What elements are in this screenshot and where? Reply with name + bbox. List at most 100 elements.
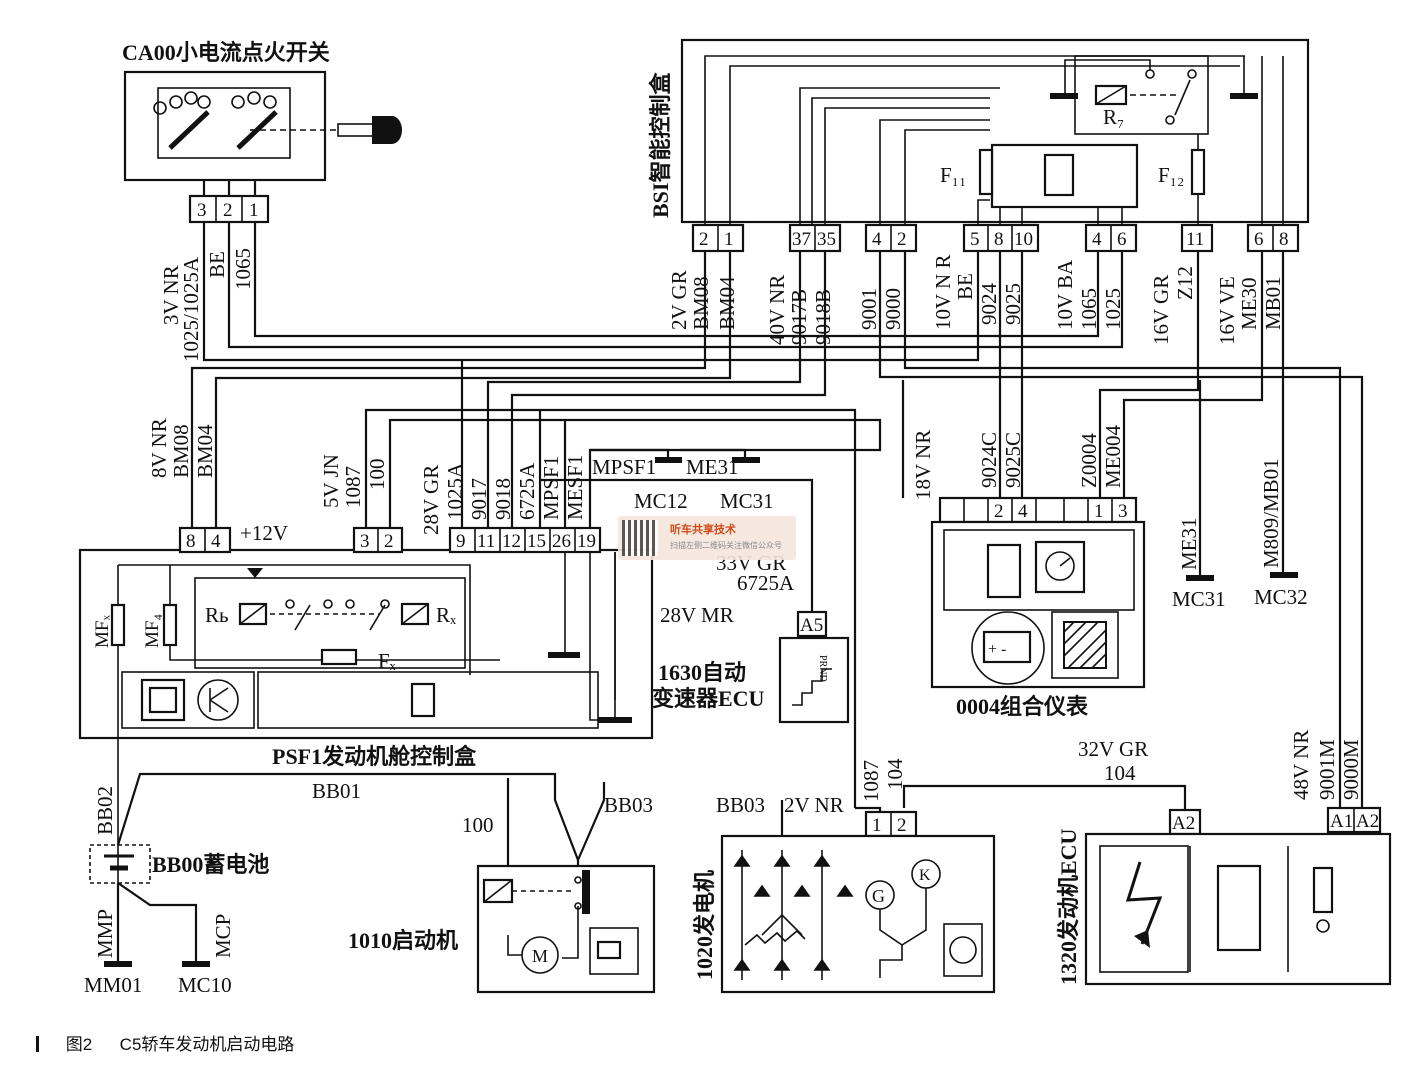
- label-mc31-b: MC31: [1172, 587, 1226, 611]
- fuse-mfx-label: MFₓ: [92, 615, 113, 648]
- psf-wire-label: 1087: [341, 466, 365, 508]
- battery-title: BB00蓄电池: [152, 852, 269, 877]
- psf-pin: 9: [456, 531, 466, 552]
- bsi-wire-label: 2V GR: [667, 270, 691, 330]
- psf1-engine-box: PSF1发动机舱控制盒 8 4 +12V 8V NR BM08 BM04 3 2…: [78, 418, 654, 930]
- figure-caption: 图2 C5轿车发动机启动电路: [36, 1030, 294, 1055]
- psf-wire-label: 100: [365, 459, 389, 491]
- label-mpsf1: MPSF1: [592, 455, 656, 479]
- psf-pin: 12: [502, 531, 521, 552]
- bsi-title: BSI智能控制盒: [648, 72, 673, 218]
- warning-lamp-symbol: K: [919, 867, 931, 884]
- fuse-fx-label: Fₓ: [378, 649, 397, 673]
- label-9001m: 9001M: [1315, 739, 1339, 800]
- fuse-f12-label: F₁₂: [1158, 163, 1184, 187]
- ecu-pin: A1: [1330, 811, 1353, 832]
- label-104: 104: [883, 758, 907, 790]
- switch-pin-2: 2: [223, 200, 233, 221]
- battery-warning-icon: + -: [971, 611, 1045, 685]
- bsi-pins: 2 1 37 35 4 2 5 8 10 4 6 11 6 8: [691, 223, 1300, 253]
- bsi-pin: 11: [1186, 229, 1204, 250]
- label-mm01: MM01: [84, 973, 142, 997]
- label-bb02: BB02: [93, 786, 117, 835]
- psf-wire-label: BM04: [193, 424, 217, 478]
- cluster-pin: 2: [994, 501, 1004, 522]
- ecu-pin: A2: [1172, 813, 1195, 834]
- psf1-title: PSF1发动机舱控制盒: [272, 744, 477, 769]
- psf-pin: 8: [186, 531, 196, 552]
- psf-wire-label: 5V JN: [319, 454, 343, 508]
- bsi-wire-label: 9024: [977, 283, 1001, 326]
- tcu-pin: A5: [800, 615, 823, 636]
- bsi-wire-label: 40V NR: [765, 275, 789, 345]
- wire-harness: [190, 222, 1364, 808]
- psf-wire-label: 28V GR: [419, 465, 443, 535]
- cluster-wire-label: Z0004: [1077, 433, 1101, 488]
- label-1087: 1087: [859, 760, 883, 802]
- tcu-title-1: 1630自动: [658, 660, 746, 685]
- watermark: 听车共享技术 扫描左侧二维码关注微信公众号: [618, 516, 796, 560]
- generator-symbol: G: [872, 886, 885, 906]
- bsi-wire-label: 16V GR: [1149, 275, 1173, 345]
- label-9000m: 9000M: [1339, 739, 1363, 800]
- psf-pin: 3: [360, 531, 370, 552]
- cluster-wire-label: ME004: [1101, 425, 1125, 489]
- label-bb03-b: BB03: [716, 793, 765, 817]
- bsi-pin: 8: [1279, 229, 1289, 250]
- label-m809: M809/MB01: [1259, 458, 1283, 568]
- label-32v-gr: 32V GR: [1078, 737, 1148, 761]
- transmission-ecu: A5 PRND 1630自动 变速器ECU: [652, 610, 850, 724]
- bsi-pin: 35: [817, 229, 836, 250]
- psf-wire-label: 8V NR: [147, 418, 171, 478]
- bsi-pin: 4: [872, 229, 882, 250]
- psf-wire-label: 9018: [491, 478, 515, 520]
- bsi-wire-label: Z12: [1173, 266, 1197, 300]
- bsi-wire-label: 16V VE: [1215, 276, 1239, 345]
- caption-bar-icon: [36, 1036, 39, 1052]
- relay-rx-label: Rₓ: [436, 603, 457, 627]
- bsi-wire-label: BE: [953, 273, 977, 300]
- starter-title: 1010启动机: [348, 928, 458, 953]
- figure-title: C5轿车发动机启动电路: [119, 1035, 295, 1054]
- psf-wire-label: 6725A: [515, 462, 539, 520]
- alt-pin: 1: [872, 815, 882, 836]
- relay-r7-label: R₇: [1103, 105, 1124, 129]
- bsi-wire-label: 9001: [857, 288, 881, 330]
- cluster-wire-label: 9025C: [1001, 432, 1025, 488]
- cluster-title: 0004组合仪表: [956, 694, 1089, 719]
- fuse-mf4-label: MF₄: [142, 614, 163, 648]
- bsi-pin: 37: [792, 229, 811, 250]
- bsi-pin: 10: [1014, 229, 1033, 250]
- bsi-pin: 2: [897, 229, 907, 250]
- tcu-title-2: 变速器ECU: [652, 686, 765, 711]
- ecu-pin: A2: [1356, 811, 1379, 832]
- label-mc12: MC12: [634, 489, 688, 513]
- psf-pin: 19: [577, 531, 596, 552]
- label-48v-nr: 48V NR: [1289, 730, 1313, 800]
- switch-wire-label: 1065: [231, 248, 255, 290]
- bsi-wire-label: ME30: [1237, 278, 1261, 331]
- bsi-pin: 2: [699, 229, 709, 250]
- bsi-wire-label: BM08: [689, 276, 713, 330]
- psf-wire-label: 9017: [467, 478, 491, 520]
- label-me31: ME31: [686, 455, 739, 479]
- instrument-cluster: 18V NR 9024C 9025C Z0004 ME004 2 4 1 3 +…: [911, 425, 1146, 719]
- relay-rb-label: Rь: [205, 603, 229, 627]
- bsi-pin: 4: [1092, 229, 1102, 250]
- psf-wire-label: BM08: [169, 424, 193, 478]
- label-100: 100: [462, 813, 494, 837]
- svg-text:+ -: + -: [988, 641, 1006, 658]
- bsi-pin: 6: [1254, 229, 1264, 250]
- bsi-wire-label: 10V N R: [931, 255, 955, 330]
- prnd-label: PRND: [817, 655, 828, 682]
- alternator: 1087 104 1 2 G K 1020发电机: [692, 758, 1187, 994]
- label-mmp: MMP: [93, 909, 117, 958]
- starter-motor: M 1010启动机: [348, 864, 656, 994]
- label-104-b: 104: [1104, 761, 1136, 785]
- label-mc32: MC32: [1254, 585, 1308, 609]
- label-2v-nr: 2V NR: [784, 793, 844, 817]
- bsi-wire-label: BM04: [715, 276, 739, 330]
- psf-pin: 11: [477, 531, 495, 552]
- alternator-title: 1020发电机: [692, 870, 717, 980]
